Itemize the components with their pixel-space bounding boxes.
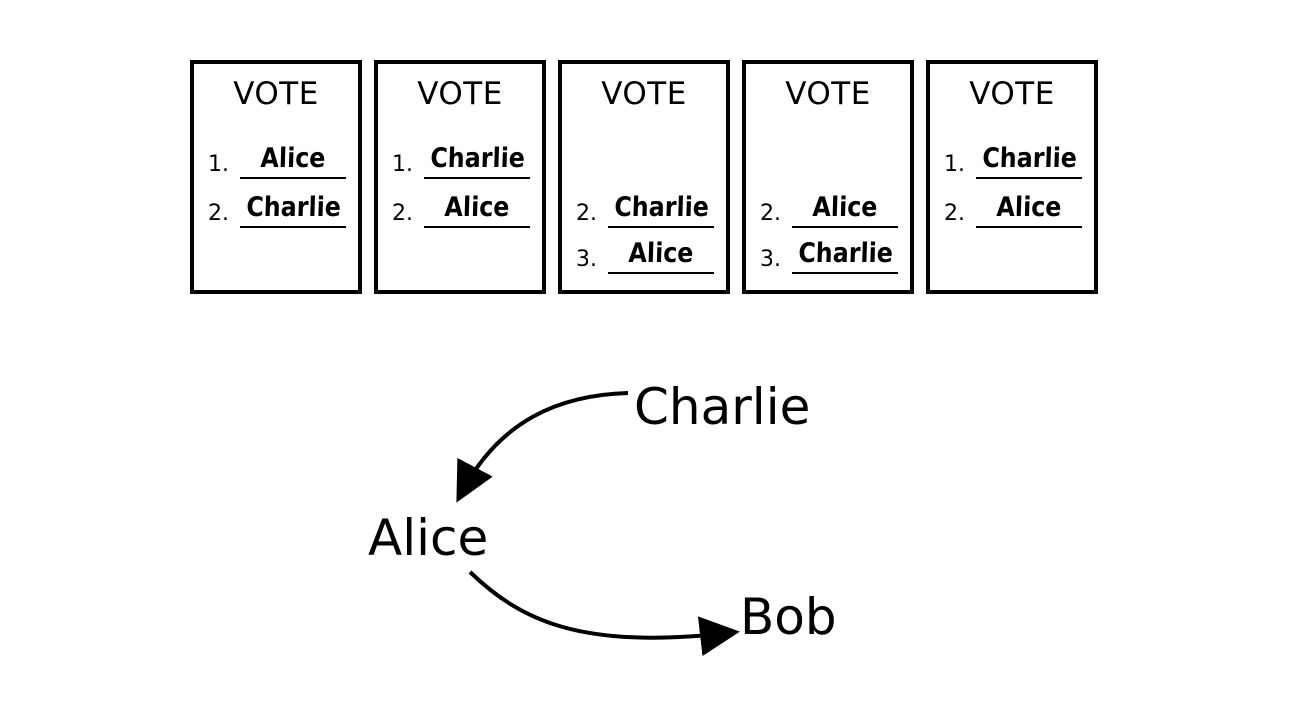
arrow-charlie-to-alice bbox=[456, 391, 629, 503]
rank-number: 1. bbox=[392, 152, 413, 177]
node-bob: Bob bbox=[740, 588, 837, 646]
rank-number: 3. bbox=[576, 247, 597, 272]
ballot-line: 2. Charlie bbox=[208, 188, 346, 228]
ballot-title: VOTE bbox=[601, 76, 687, 112]
name-blank: Alice bbox=[792, 188, 898, 228]
rank-number: 2. bbox=[392, 201, 413, 226]
name-blank: Charlie bbox=[792, 234, 898, 274]
name-blank: Alice bbox=[424, 188, 530, 228]
name-blank: Alice bbox=[608, 234, 714, 274]
rank-number: 1. bbox=[944, 152, 965, 177]
ballot-line: 1. Alice bbox=[208, 139, 346, 179]
name-blank: Charlie bbox=[424, 139, 530, 179]
node-alice: Alice bbox=[368, 509, 489, 567]
ballot-3: VOTE 2. Charlie 3. Alice bbox=[558, 60, 730, 294]
ballot-2: VOTE 1. Charlie 2. Alice bbox=[374, 60, 546, 294]
ballot-line: 3. Charlie bbox=[760, 234, 898, 274]
ballot-1: VOTE 1. Alice 2. Charlie bbox=[190, 60, 362, 294]
ballot-4: VOTE 2. Alice 3. Charlie bbox=[742, 60, 914, 294]
ballot-title: VOTE bbox=[969, 76, 1055, 112]
ballot-line: 1. Charlie bbox=[392, 139, 530, 179]
ballot-line: 3. Alice bbox=[576, 234, 714, 274]
arrow-alice-to-bob bbox=[468, 570, 740, 657]
ballot-title: VOTE bbox=[417, 76, 503, 112]
name-blank: Charlie bbox=[608, 188, 714, 228]
ballot-line: 2. Alice bbox=[392, 188, 530, 228]
node-charlie: Charlie bbox=[634, 378, 811, 436]
name-blank: Charlie bbox=[976, 139, 1082, 179]
name-blank: Charlie bbox=[240, 188, 346, 228]
rank-number: 2. bbox=[208, 201, 229, 226]
ballot-5: VOTE 1. Charlie 2. Alice bbox=[926, 60, 1098, 294]
rank-number: 2. bbox=[944, 201, 965, 226]
rank-number: 2. bbox=[760, 201, 781, 226]
rank-number: 1. bbox=[208, 152, 229, 177]
name-blank: Alice bbox=[976, 188, 1082, 228]
ballot-title: VOTE bbox=[233, 76, 319, 112]
ballot-line: 2. Alice bbox=[944, 188, 1082, 228]
ballot-line: 2. Alice bbox=[760, 188, 898, 228]
ballot-title: VOTE bbox=[785, 76, 871, 112]
ballot-row: VOTE 1. Alice 2. Charlie VOTE 1. Charlie… bbox=[0, 0, 1290, 300]
rank-number: 2. bbox=[576, 201, 597, 226]
rank-number: 3. bbox=[760, 247, 781, 272]
ballot-line: 2. Charlie bbox=[576, 188, 714, 228]
name-blank: Alice bbox=[240, 139, 346, 179]
ballot-line: 1. Charlie bbox=[944, 139, 1082, 179]
